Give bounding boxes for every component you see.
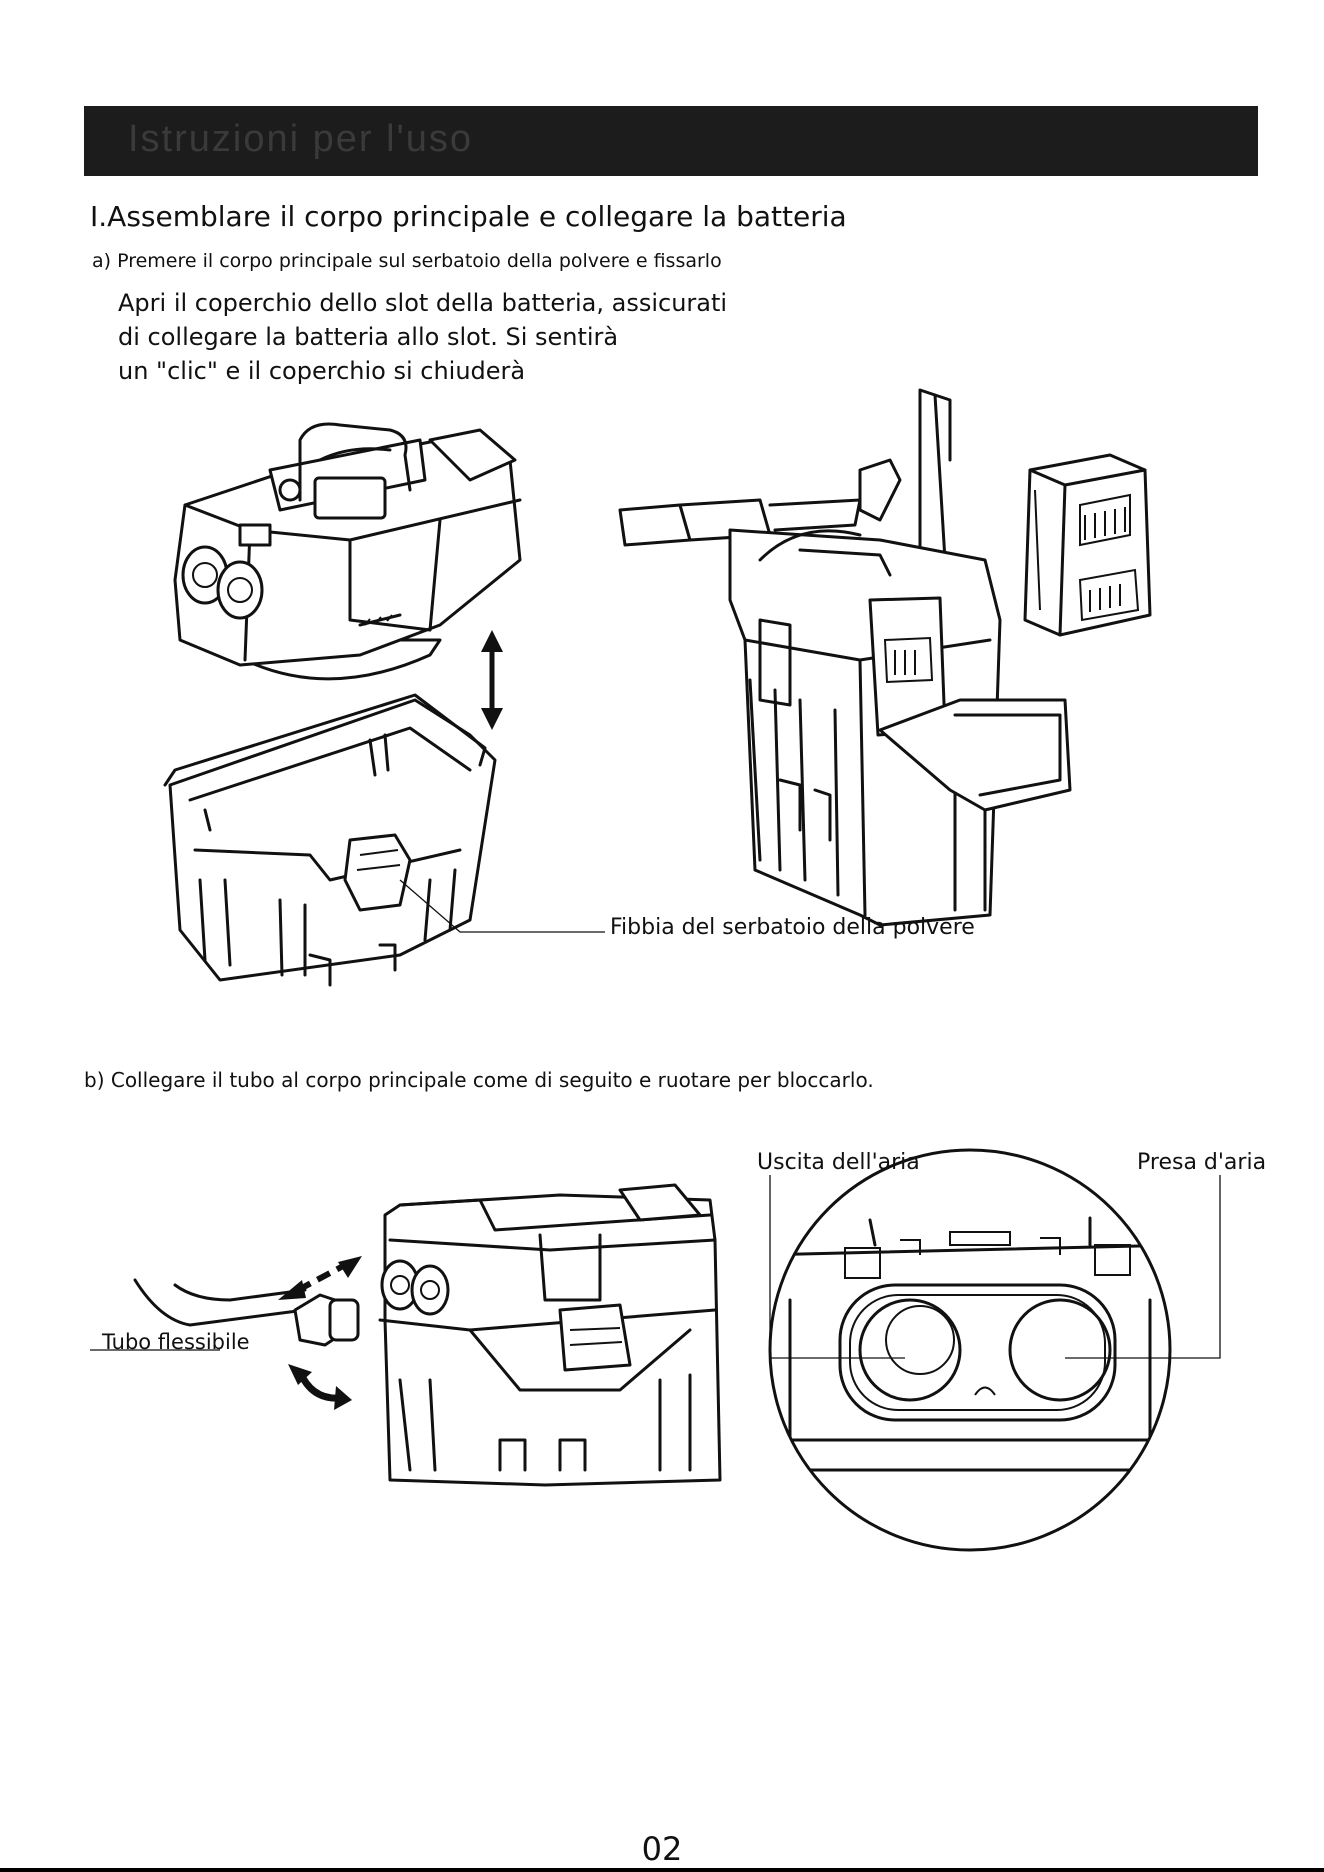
bottom-rule — [0, 1868, 1324, 1872]
detail-circle-illustration — [768, 1148, 1221, 1552]
step-a-heading: a) Premere il corpo principale sul serba… — [92, 250, 722, 272]
step-a-line-1: Apri il coperchio dello slot della batte… — [118, 289, 728, 317]
assembled-unit-illustration — [618, 388, 1072, 927]
main-body-illustration — [173, 422, 522, 681]
rotate-arrow-icon — [288, 1364, 352, 1410]
step-a-line-2: di collegare la batteria allo slot. Si s… — [118, 323, 619, 351]
battery-illustration — [1023, 453, 1152, 637]
push-arrow-icon — [278, 1256, 362, 1300]
hose-label: Tubo flessibile — [102, 1330, 250, 1354]
dust-tank-buckle-label: Fibbia del serbatoio della polvere — [610, 915, 975, 940]
section-title: I.Assemblare il corpo principale e colle… — [90, 200, 847, 233]
header-bar — [84, 106, 1258, 176]
air-inlet-label: Presa d'aria — [1137, 1150, 1267, 1175]
step-b-heading: b) Collegare il tubo al corpo principale… — [84, 1068, 874, 1092]
air-outlet-label: Uscita dell'aria — [757, 1150, 920, 1175]
dust-tank-illustration — [163, 693, 605, 987]
step-a-paragraph: Apri il coperchio dello slot della batte… — [118, 286, 818, 388]
up-down-arrow-icon — [481, 630, 503, 730]
page-number: 02 — [641, 1830, 683, 1868]
step-a-line-3: un "clic" e il coperchio si chiuderà — [118, 357, 526, 385]
page-title: Istruzioni per l'uso — [128, 118, 474, 160]
hose-connection-illustration — [90, 1183, 722, 1487]
